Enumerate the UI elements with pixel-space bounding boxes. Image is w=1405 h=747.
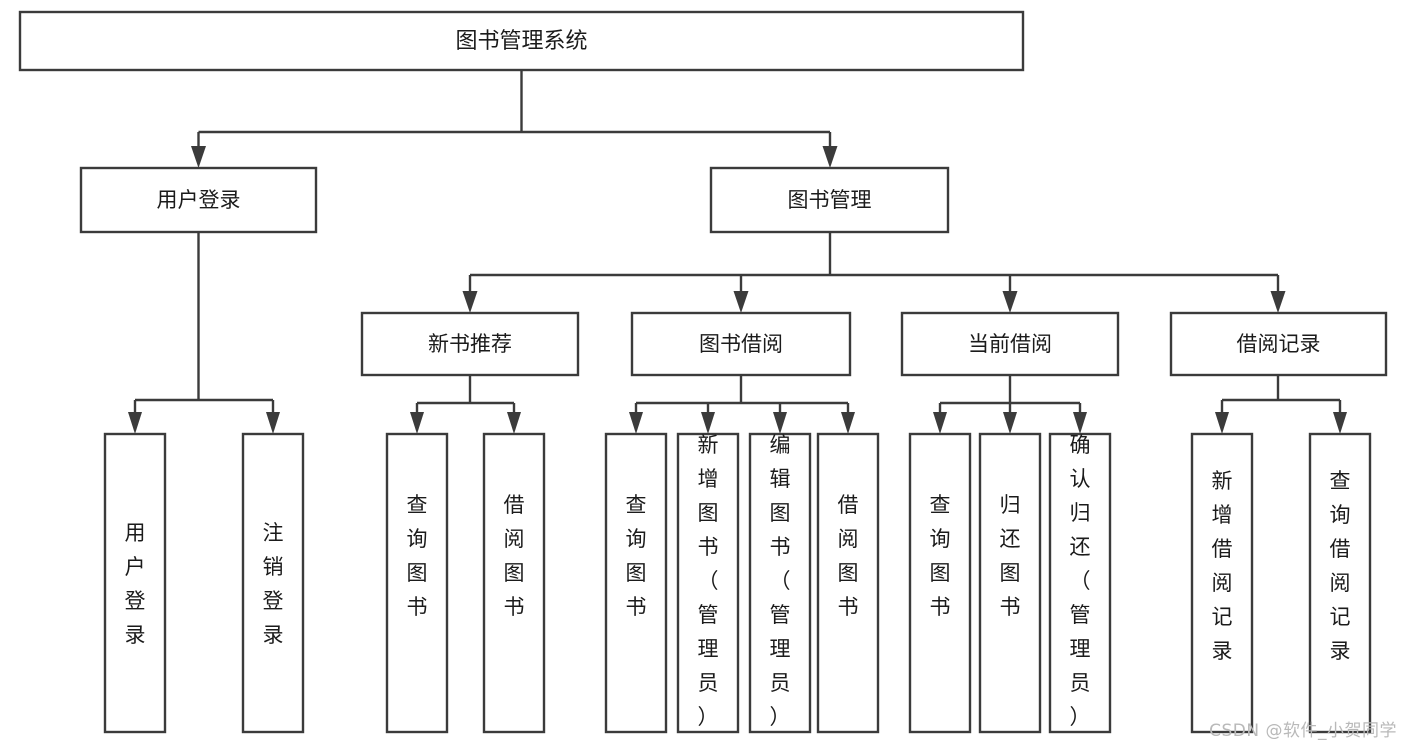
arrow-head-leaf-add-record (1215, 412, 1229, 434)
node-leaf-add-record[interactable]: 新增借阅记录 (1190, 432, 1254, 734)
node-book-borrow[interactable]: 图书借阅 (630, 311, 852, 377)
arrow-head-user-login (191, 146, 206, 168)
arrow-head-book-borrow (733, 291, 749, 313)
node-leaf-confirm-return-label: 确认归还（管理员） (1070, 433, 1091, 729)
node-leaf-query-book-1-box[interactable] (385, 432, 449, 734)
arrow-head-leaf-confirm-return (1073, 412, 1087, 434)
node-current-borrow-box[interactable] (900, 311, 1120, 377)
node-leaf-query-book-1-label: 查询图书 (407, 493, 428, 619)
node-leaf-add-record-label: 新增借阅记录 (1212, 469, 1233, 663)
arrow-head-leaf-borrow-book-1 (507, 412, 521, 434)
node-borrow-record-label: 借阅记录 (1237, 332, 1321, 356)
node-leaf-query-book-3[interactable]: 查询图书 (908, 432, 972, 734)
node-leaf-query-book-3-box[interactable] (908, 432, 972, 734)
node-leaf-borrow-book-1[interactable]: 借阅图书 (482, 432, 546, 734)
node-new-book-rec[interactable]: 新书推荐 (360, 311, 580, 377)
arrow-head-borrow-record (1270, 291, 1286, 313)
node-leaf-edit-book-box[interactable] (748, 432, 812, 734)
node-new-book-rec-box[interactable] (360, 311, 580, 377)
arrow-head-new-book-rec (462, 291, 478, 313)
arrow-head-leaf-add-book (701, 412, 715, 434)
node-leaf-edit-book[interactable]: 编辑图书（管理员） (748, 432, 812, 734)
node-leaf-add-book-box[interactable] (676, 432, 740, 734)
node-root[interactable]: 图书管理系统 (18, 10, 1025, 72)
node-leaf-borrow-book-1-box[interactable] (482, 432, 546, 734)
node-leaf-user-login-label: 用户登录 (125, 521, 146, 647)
node-leaf-user-login[interactable]: 用户登录 (103, 432, 167, 734)
arrow-head-leaf-query-book-2 (629, 412, 643, 434)
node-leaf-query-book-3-label: 查询图书 (930, 493, 951, 619)
node-root-label: 图书管理系统 (455, 29, 587, 54)
connector-layer (128, 70, 1347, 434)
node-user-login-label: 用户登录 (157, 188, 241, 212)
node-leaf-add-book-label: 新增图书（管理员） (698, 433, 719, 729)
node-book-manage-box[interactable] (709, 166, 950, 234)
node-borrow-record[interactable]: 借阅记录 (1169, 311, 1388, 377)
arrow-head-leaf-user-login (128, 412, 142, 434)
node-new-book-rec-label: 新书推荐 (428, 332, 512, 356)
node-leaf-borrow-book-2-label: 借阅图书 (838, 493, 859, 619)
watermark-text: CSDN @软件_小贺同学 (1209, 721, 1397, 741)
node-leaf-edit-book-label: 编辑图书（管理员） (770, 433, 791, 729)
arrow-head-current-borrow (1002, 291, 1018, 313)
arrow-head-leaf-query-record (1333, 412, 1347, 434)
node-leaf-add-book[interactable]: 新增图书（管理员） (676, 432, 740, 734)
node-leaf-user-login-box[interactable] (103, 432, 167, 734)
node-leaf-query-book-2-box[interactable] (604, 432, 668, 734)
node-leaf-borrow-book-2[interactable]: 借阅图书 (816, 432, 880, 734)
arrow-head-leaf-edit-book (773, 412, 787, 434)
node-leaf-user-logout[interactable]: 注销登录 (241, 432, 305, 734)
node-leaf-query-book-2[interactable]: 查询图书 (604, 432, 668, 734)
node-root-box[interactable] (18, 10, 1025, 72)
node-leaf-return-book-box[interactable] (978, 432, 1042, 734)
arrow-head-leaf-return-book (1003, 412, 1017, 434)
arrow-head-leaf-borrow-book-2 (841, 412, 855, 434)
node-leaf-query-record-label: 查询借阅记录 (1330, 469, 1351, 663)
node-book-manage-label: 图书管理 (788, 188, 872, 212)
node-leaf-confirm-return[interactable]: 确认归还（管理员） (1048, 432, 1112, 734)
node-leaf-borrow-book-2-box[interactable] (816, 432, 880, 734)
node-current-borrow[interactable]: 当前借阅 (900, 311, 1120, 377)
arrow-head-leaf-query-book-1 (410, 412, 424, 434)
node-borrow-record-box[interactable] (1169, 311, 1388, 377)
node-user-login[interactable]: 用户登录 (79, 166, 318, 234)
arrow-head-leaf-query-book-3 (933, 412, 947, 434)
arrow-head-book-manage (822, 146, 838, 168)
node-book-borrow-box[interactable] (630, 311, 852, 377)
node-book-manage[interactable]: 图书管理 (709, 166, 950, 234)
node-user-login-box[interactable] (79, 166, 318, 234)
node-current-borrow-label: 当前借阅 (968, 332, 1052, 356)
node-book-borrow-label: 图书借阅 (699, 332, 783, 356)
node-leaf-user-logout-box[interactable] (241, 432, 305, 734)
node-leaf-return-book[interactable]: 归还图书 (978, 432, 1042, 734)
node-leaf-return-book-label: 归还图书 (1000, 493, 1021, 619)
node-leaf-query-record-box[interactable] (1308, 432, 1372, 734)
node-leaf-user-logout-label: 注销登录 (263, 521, 284, 647)
arrow-head-leaf-user-logout (266, 412, 280, 434)
node-leaf-confirm-return-box[interactable] (1048, 432, 1112, 734)
node-leaf-add-record-box[interactable] (1190, 432, 1254, 734)
node-leaf-query-book-2-label: 查询图书 (626, 493, 647, 619)
node-leaf-query-record[interactable]: 查询借阅记录 (1308, 432, 1372, 734)
node-leaf-borrow-book-1-label: 借阅图书 (504, 493, 525, 619)
node-leaf-query-book-1[interactable]: 查询图书 (385, 432, 449, 734)
